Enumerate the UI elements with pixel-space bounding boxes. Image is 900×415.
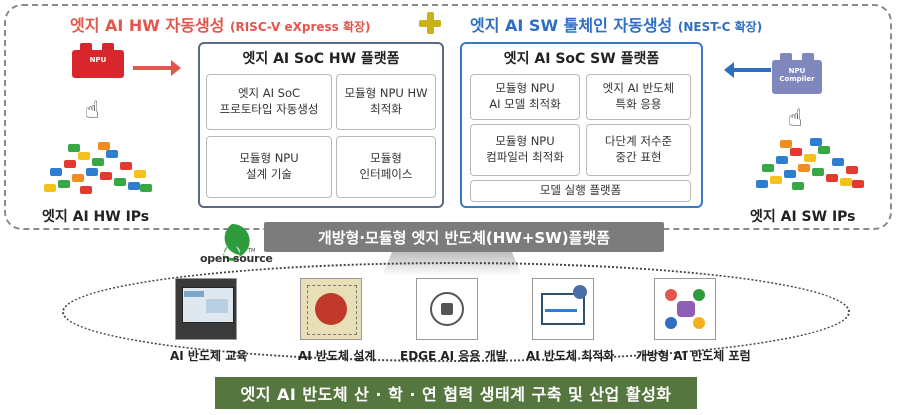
ecosystem-oval <box>62 262 850 362</box>
hw-ips-label: 엣지 AI HW IPs <box>42 209 150 225</box>
left-arrow-icon <box>724 62 771 78</box>
plus-icon <box>419 12 441 34</box>
app-label-optimization: AI 반도체 최적화 <box>526 349 615 363</box>
bottom-bar: 엣지 AI 반도체 산 · 학 · 연 협력 생태계 구축 및 산업 활성화 <box>215 377 697 409</box>
npu-compiler-brick-label: NPU Compiler <box>779 67 815 83</box>
sw-section-title: 엣지 AI SW 툴체인 자동생성 (NEST-C 확장) <box>470 16 763 35</box>
open-source-logo-icon: TM <box>223 223 255 261</box>
hw-cell-npu-hw-opt: 모듈형 NPU HW 최적화 <box>336 74 436 130</box>
sw-cell-model-opt: 모듈형 NPU AI 모델 최적화 <box>470 74 580 120</box>
lego-pile-sw-icon <box>752 134 872 194</box>
hw-cell-interface: 모듈형 인터페이스 <box>336 136 436 198</box>
hand-icon: ☝ <box>85 96 100 124</box>
sw-cell-runtime: 모델 실행 플랫폼 <box>470 180 691 202</box>
open-source-label: open source <box>200 252 273 265</box>
npu-compiler-brick-icon: NPU Compiler <box>772 53 822 94</box>
npu-brick-icon: NPU <box>72 43 124 78</box>
lego-pile-hw-icon <box>40 138 160 198</box>
forum-image <box>654 278 716 340</box>
hw-section-title: 엣지 AI HW 자동생성 (RISC-V eXpress 확장) <box>70 16 371 35</box>
app-label-design: AI 반도체 설계 <box>298 349 376 363</box>
edge-ai-app-image <box>416 278 478 340</box>
chip-design-image <box>300 278 362 340</box>
hw-platform-panel: 엣지 AI SoC HW 플랫폼 엣지 AI SoC 프로토타입 자동생성 모듈… <box>198 42 444 208</box>
app-label-edge: EDGE AI 응용 개발 <box>400 349 507 363</box>
platform-banner: 개방형·모듈형 엣지 반도체(HW+SW)플랫폼 <box>264 222 664 252</box>
hw-platform-title: 엣지 AI SoC HW 플랫폼 <box>242 51 400 67</box>
hw-cell-npu-design: 모듈형 NPU 설계 기술 <box>206 136 332 198</box>
sw-cell-app: 엣지 AI 반도체 특화 응용 <box>586 74 691 120</box>
sw-cell-ir: 다단계 저수준 중간 표현 <box>586 124 691 176</box>
hand-icon: ☝ <box>788 104 803 132</box>
svg-text:TM: TM <box>247 248 255 254</box>
app-label-education: AI 반도체 교육 <box>170 349 248 363</box>
app-label-forum: 개방형 AI 반도체 포럼 <box>636 349 751 363</box>
hw-cell-prototype: 엣지 AI SoC 프로토타입 자동생성 <box>206 74 332 130</box>
sw-platform-panel: 엣지 AI SoC SW 플랫폼 모듈형 NPU AI 모델 최적화 엣지 AI… <box>460 42 703 208</box>
sw-platform-title: 엣지 AI SoC SW 플랫폼 <box>503 51 660 67</box>
right-arrow-icon <box>133 60 181 76</box>
education-image <box>175 278 237 340</box>
sw-ips-label: 엣지 AI SW IPs <box>750 209 856 225</box>
optimization-image <box>532 278 594 340</box>
npu-brick-label: NPU <box>89 56 107 64</box>
sw-cell-compiler-opt: 모듈형 NPU 컴파일러 최적화 <box>470 124 580 176</box>
